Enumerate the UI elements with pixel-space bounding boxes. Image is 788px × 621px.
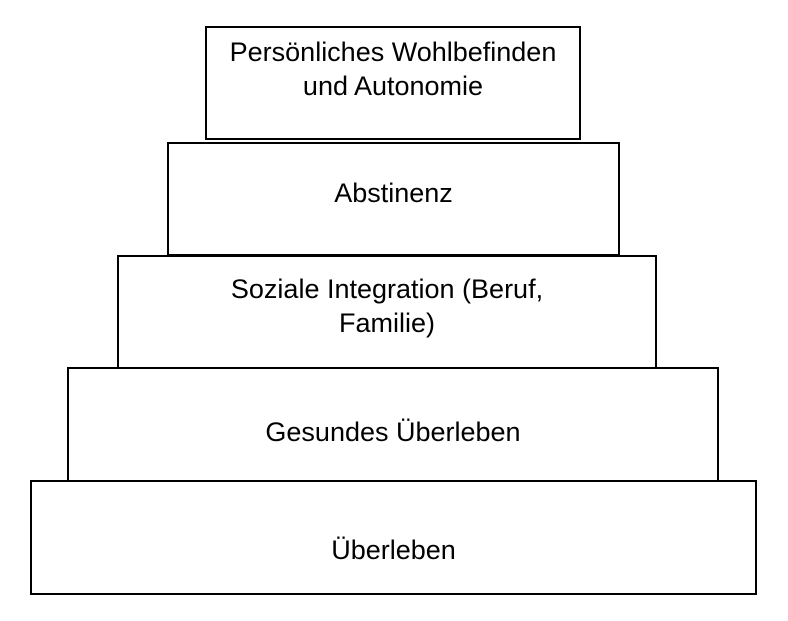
pyramid-level-social-integration: Soziale Integration (Beruf, Familie) — [117, 255, 657, 369]
pyramid-level-wellbeing-autonomy: Persönliches Wohlbefinden und Autonomie — [205, 26, 581, 140]
pyramid-level-label: Überleben — [331, 534, 456, 565]
pyramid-level-healthy-survival: Gesundes Überleben — [67, 367, 719, 482]
pyramid-level-label: Gesundes Überleben — [265, 416, 521, 447]
pyramid-level-abstinence: Abstinenz — [167, 142, 620, 256]
pyramid-level-survival: Überleben — [30, 480, 757, 595]
pyramid-level-label: Persönliches Wohlbefinden und Autonomie — [229, 37, 557, 101]
pyramid-level-label: Abstinenz — [334, 178, 453, 209]
pyramid-level-label: Soziale Integration (Beruf, Familie) — [230, 274, 544, 338]
